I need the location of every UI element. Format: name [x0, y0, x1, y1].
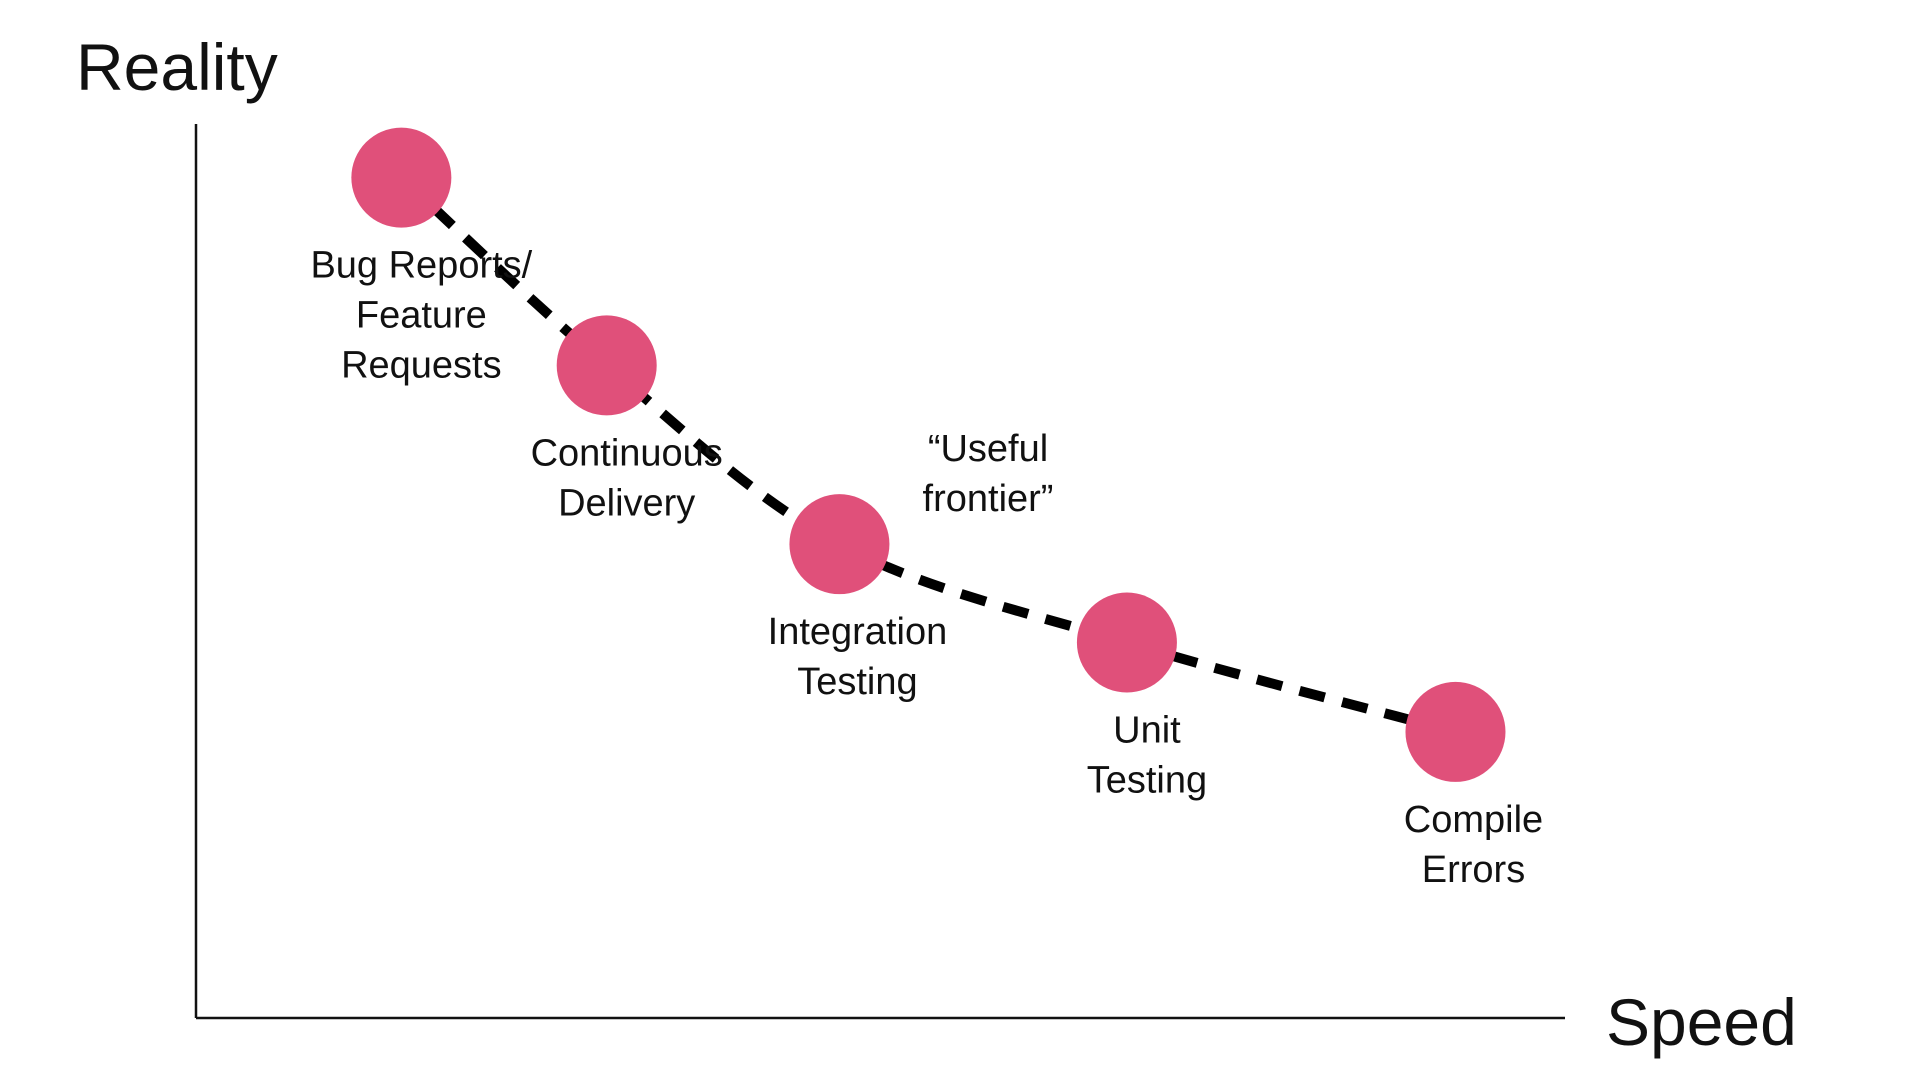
data-point-5 [1405, 681, 1506, 782]
data-point-1 [351, 127, 452, 228]
x-axis-label: Speed [1606, 985, 1797, 1059]
data-points [351, 127, 1506, 782]
data-point-4 [1076, 592, 1177, 693]
data-point-2 [556, 315, 657, 416]
y-axis-label: Reality [76, 30, 278, 104]
data-point-3 [789, 494, 890, 595]
